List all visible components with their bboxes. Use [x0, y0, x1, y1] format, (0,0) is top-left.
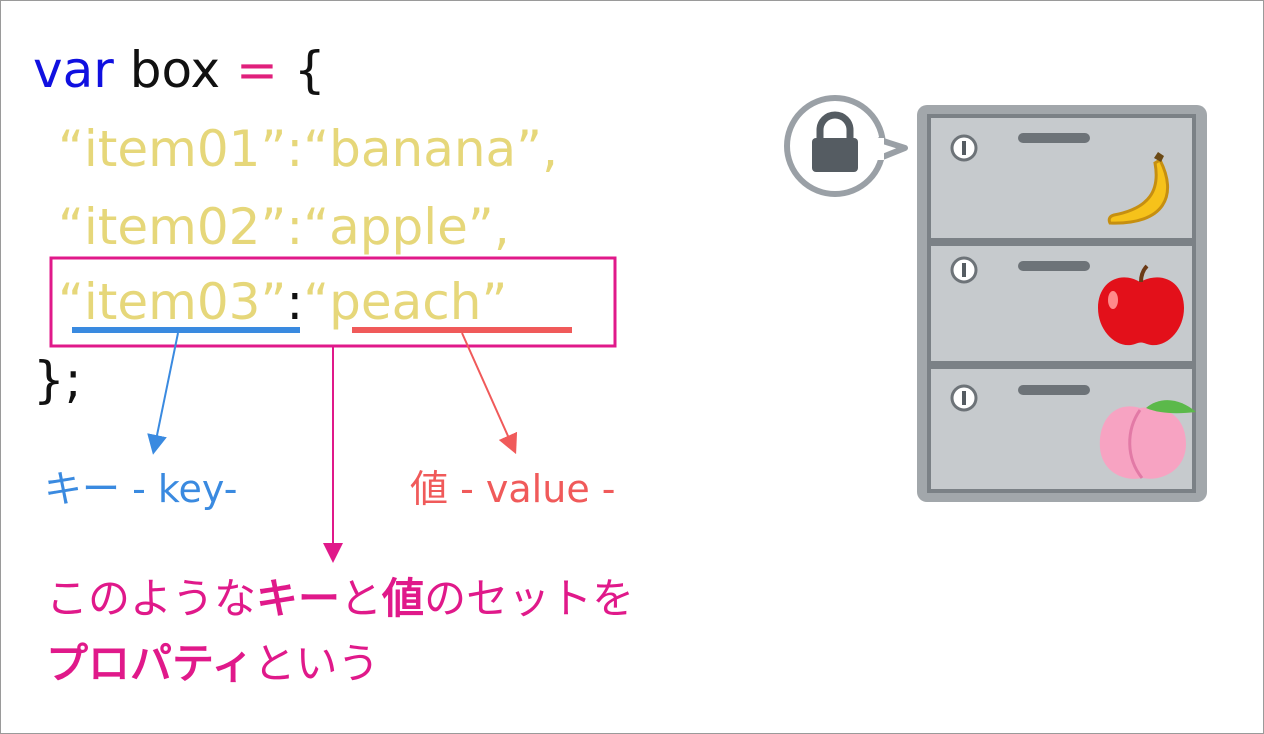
key-label-en: - key- — [132, 467, 238, 511]
explanation-text: このような — [46, 574, 257, 623]
code-line-4: “item03”:“peach” — [58, 272, 507, 332]
variable-name: box — [129, 41, 221, 99]
explanation-text: のセットを — [424, 574, 635, 623]
key-arrow — [147, 332, 179, 455]
drawer-1 — [927, 114, 1196, 242]
property-key: “item03” — [58, 273, 287, 331]
property-value: “peach” — [303, 273, 508, 331]
assign-operator: = — [236, 41, 278, 99]
explanation-line-1: このようなキーと値のセットを — [46, 570, 634, 628]
keyword-var: var — [33, 41, 114, 99]
banana-icon — [1107, 152, 1170, 225]
value-arrow — [461, 332, 518, 455]
explanation-text: と — [340, 574, 383, 623]
explanation-property-term: プロパティ — [46, 639, 254, 688]
lock-icon — [812, 111, 858, 172]
code-line-5: }; — [33, 351, 82, 409]
explanation-text: という — [253, 639, 380, 688]
explanation-value-term: 値 — [382, 574, 425, 623]
peach-icon — [1099, 400, 1196, 479]
code-line-1: var box = { — [33, 40, 326, 100]
property-colon: : — [286, 273, 304, 331]
code-line-2: “item01”:“banana”, — [58, 120, 558, 178]
explanation-key-term: キー — [256, 574, 341, 623]
value-label-en: - value - — [460, 467, 616, 511]
lock-bubble — [784, 95, 908, 197]
code-line-3: “item02”:“apple”, — [58, 198, 510, 256]
open-brace: { — [293, 41, 326, 99]
key-label-jp: キー — [44, 467, 121, 511]
value-label-jp: 値 — [410, 467, 449, 511]
apple-icon — [1098, 264, 1184, 346]
key-label: キー - key- — [44, 458, 237, 513]
value-label: 値 - value - — [410, 458, 616, 513]
explanation-line-2: プロパティという — [46, 635, 380, 693]
